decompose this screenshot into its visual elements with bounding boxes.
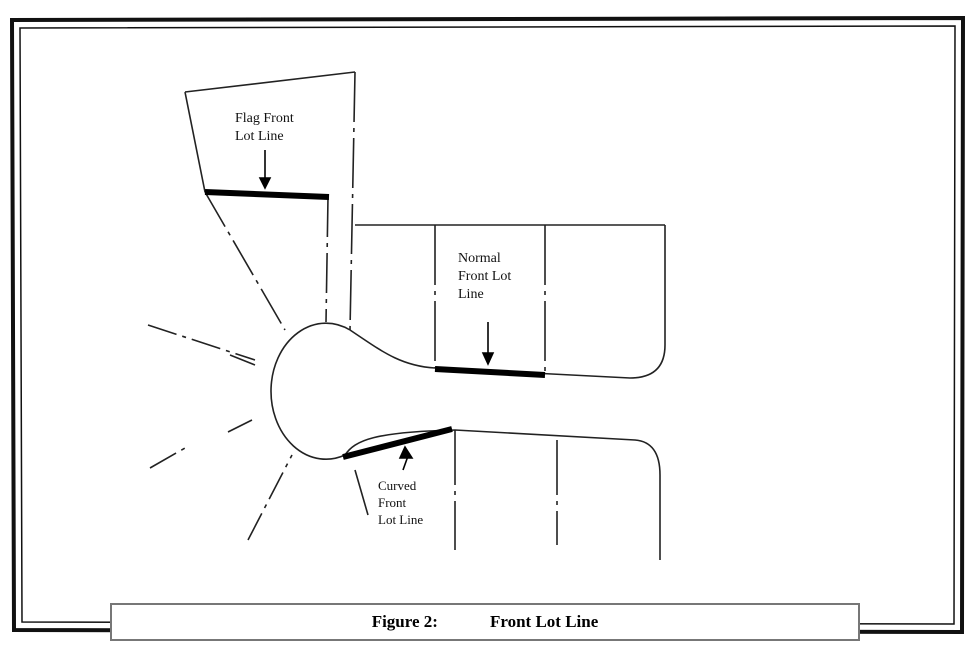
- label-line: Front: [378, 495, 407, 510]
- flag-lot-side: [204, 191, 286, 331]
- lot-lines: [147, 71, 666, 560]
- front-lot-lines: [204, 189, 546, 460]
- normal-front-lot-line-label: Normal Front Lot Line: [458, 250, 511, 304]
- arrow-head-icon: [398, 445, 414, 459]
- radial-lines: [147, 324, 293, 541]
- arrow-head-icon: [481, 352, 495, 366]
- label-line: Normal: [458, 251, 501, 266]
- figure-title: Front Lot Line: [489, 612, 599, 631]
- arrow-head-icon: [258, 177, 272, 190]
- outer-frame: [9, 15, 966, 635]
- figure-caption: Figure 2: Front Lot Line: [110, 603, 860, 641]
- label-line: Line: [458, 287, 484, 302]
- flag-lot-inner: [325, 196, 329, 323]
- arrows: [258, 150, 495, 471]
- flag-lot-outline: [184, 71, 356, 193]
- flag-front-lot-line-label: Flag Front Lot Line: [235, 110, 294, 146]
- cul-de-sac: [270, 322, 351, 460]
- curved-front-lot-line: [342, 426, 453, 460]
- label-line: Flag Front: [235, 111, 294, 126]
- label-line: Front Lot: [458, 269, 512, 284]
- label-line: Lot Line: [235, 129, 284, 144]
- figure-number: Figure 2:: [371, 612, 438, 631]
- curved-front-lot-line-label: Curved Front Lot Line: [378, 477, 423, 528]
- label-line: Lot Line: [378, 512, 424, 527]
- flag-front-lot-line: [204, 189, 330, 200]
- label-line: Curved: [378, 478, 417, 493]
- normal-front-lot-line: [434, 366, 546, 378]
- flag-lot-right: [349, 71, 356, 331]
